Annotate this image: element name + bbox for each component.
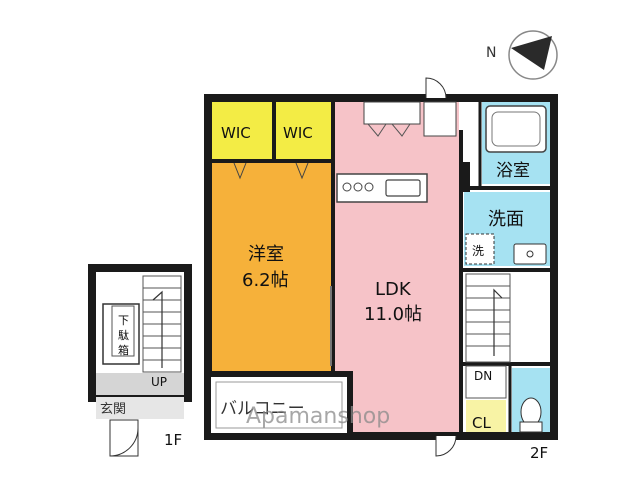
wic-right-label: WIC <box>283 124 313 142</box>
bath-label: 浴室 <box>496 161 530 181</box>
washer-space <box>465 233 495 265</box>
wic-right-room <box>276 102 332 160</box>
second-floor-block: 洗 DN バルコニー WIC WIC 洋室 6.2帖 LDK 11.0帖 <box>204 77 558 462</box>
kitchen-counter <box>336 173 428 203</box>
cabinet-door-swing <box>367 123 411 137</box>
kitchen-cabinet <box>363 101 421 125</box>
wash-basin <box>513 243 547 265</box>
western-room-name: 洋室 <box>248 244 284 265</box>
fridge-space <box>423 101 457 137</box>
washer-label: 洗 <box>472 244 484 258</box>
ldk-top-door <box>425 77 447 99</box>
entrance-door <box>109 420 139 457</box>
closet-label: CL <box>472 414 491 432</box>
entrance-label-text: 玄関 <box>100 402 126 417</box>
ldk-name: LDK <box>375 279 412 300</box>
ldk-room <box>335 102 459 432</box>
wic-left-label: WIC <box>221 124 251 142</box>
bathtub <box>485 105 547 153</box>
compass-north-label: N <box>486 45 496 61</box>
first-floor-stairs <box>142 275 182 373</box>
balcony <box>205 371 353 439</box>
western-closet-door-marks <box>233 162 309 180</box>
shoe-box-label-2: 駄 <box>118 328 129 342</box>
first-floor-block: 下 駄 箱 UP 玄関 1F <box>88 264 192 457</box>
wic-left-room <box>212 102 272 160</box>
washroom-label: 洗面 <box>488 209 524 230</box>
stairs-down-label: DN <box>474 369 492 383</box>
stove-burner-1 <box>342 182 352 192</box>
toilet-tank <box>519 421 543 433</box>
floor-label-2f: 2F <box>530 444 548 462</box>
entrance-area <box>96 373 184 395</box>
shoe-box-label-1: 下 <box>118 314 129 327</box>
ldk-size: 11.0帖 <box>364 304 422 325</box>
stove-burner-3 <box>364 182 374 192</box>
closet-room <box>466 400 506 434</box>
ldk-bottom-door <box>435 435 457 457</box>
entrance-step <box>96 397 184 419</box>
balcony-inner <box>215 381 343 429</box>
stove-burner-2 <box>353 182 363 192</box>
western-room-size: 6.2帖 <box>242 270 289 291</box>
pillar <box>460 162 470 192</box>
compass: N <box>486 30 558 80</box>
shoe-box-label-3: 箱 <box>118 343 129 357</box>
western-room <box>212 163 332 371</box>
second-floor-stairs <box>465 273 511 399</box>
second-floor-outer-wall <box>204 94 558 440</box>
compass-needle-icon <box>511 36 552 70</box>
shoe-box-frame <box>111 305 135 357</box>
kitchen-sink <box>385 179 421 197</box>
balcony-label: バルコニー <box>220 399 305 419</box>
entrance-door-leaf <box>109 419 139 457</box>
watermark: Apamanshop <box>246 404 390 429</box>
wash-basin-drain <box>526 250 534 258</box>
bathtub-inner <box>491 111 541 147</box>
floor-label-1f: 1F <box>164 431 182 449</box>
stairs-up-label: UP <box>151 375 167 389</box>
shoe-box <box>102 303 140 365</box>
